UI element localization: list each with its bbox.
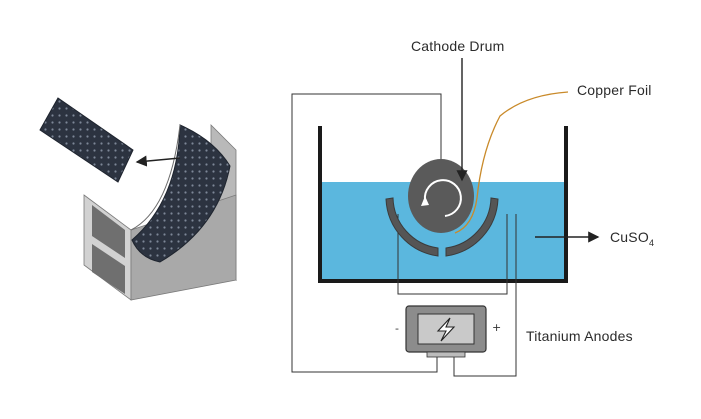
power-supply [405, 305, 487, 358]
rotation-arrow-icon [421, 179, 462, 217]
copper-foil [454, 91, 569, 234]
copper-foil-label: Copper Foil [577, 82, 652, 98]
foil-machine-illustration [39, 97, 237, 301]
negative-terminal-label: - [395, 322, 399, 335]
cathode-drum-label: Cathode Drum [411, 38, 505, 54]
cathode-drum [408, 159, 474, 233]
lightning-bolt-icon [436, 317, 456, 342]
electrolyte-label: CuSO4 [610, 229, 654, 248]
circuit-wiring [291, 93, 517, 377]
titanium-anodes [385, 197, 499, 257]
electrolyte-subscript: 4 [648, 237, 655, 248]
electrolyte-base: CuSO [610, 229, 649, 245]
tank [318, 126, 568, 283]
positive-terminal-label: + [492, 321, 502, 334]
foil-direction-arrow [135, 155, 181, 167]
foil-sheet [39, 97, 134, 183]
titanium-anodes-label: Titanium Anodes [526, 328, 633, 344]
curved-drum-surface [131, 124, 231, 263]
